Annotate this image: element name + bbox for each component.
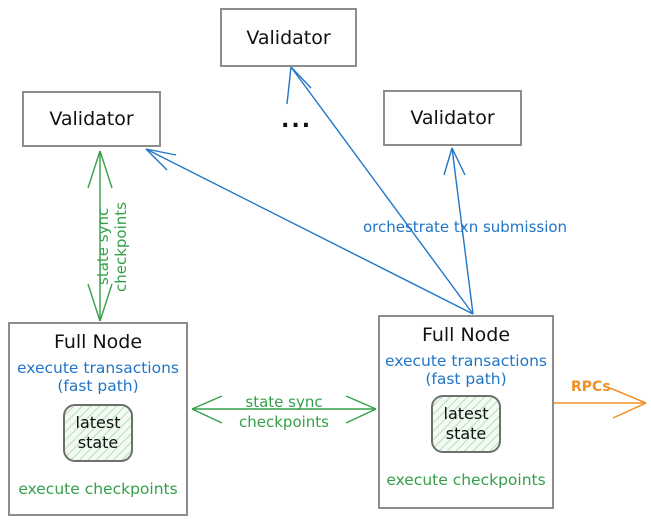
full-node-left-execute-checkpoints: execute checkpoints (18, 479, 178, 498)
full-node-right-fast-path: (fast path) (425, 370, 507, 389)
validator-left-box[interactable]: Validator (22, 91, 161, 147)
state-sync-horizontal-label-line1: state sync (245, 393, 323, 411)
full-node-right-execute-transactions: execute transactions (384, 352, 548, 370)
full-node-left-latest-state-box[interactable]: latest state (63, 403, 133, 462)
full-node-left-title: Full Node (53, 331, 143, 353)
state-sync-vertical-label-line2: checkpoints (112, 202, 130, 292)
ellipsis-more-validators: ... (281, 108, 313, 133)
full-node-right-latest-state-box[interactable]: latest state (431, 394, 501, 453)
validator-right-box[interactable]: Validator (383, 90, 522, 146)
full-node-right-latest-state-line2: state (445, 423, 487, 443)
full-node-right-title: Full Node (421, 324, 511, 346)
orchestrate-txn-submission-label: orchestrate txn submission (363, 218, 568, 236)
full-node-left-fast-path: (fast path) (57, 377, 139, 396)
full-node-left-box[interactable]: Full Node execute transactions (fast pat… (8, 322, 188, 516)
full-node-left-execute-transactions: execute transactions (16, 359, 180, 377)
full-node-right-execute-checkpoints: execute checkpoints (386, 470, 546, 489)
state-sync-horizontal-label-line2: checkpoints (239, 413, 329, 431)
validator-top-box[interactable]: Validator (220, 8, 357, 67)
full-node-right-latest-state-line1: latest (443, 404, 489, 424)
full-node-left-latest-state-line1: latest (75, 413, 121, 433)
full-node-right-box[interactable]: Full Node execute transactions (fast pat… (378, 315, 554, 509)
state-sync-vertical-label-line1: state sync (94, 207, 112, 285)
validator-top-label: Validator (246, 26, 331, 49)
rpcs-label: RPCs (571, 379, 611, 395)
full-node-left-latest-state-line2: state (77, 432, 119, 452)
validator-left-label: Validator (49, 108, 134, 130)
validator-right-label: Validator (410, 107, 495, 129)
